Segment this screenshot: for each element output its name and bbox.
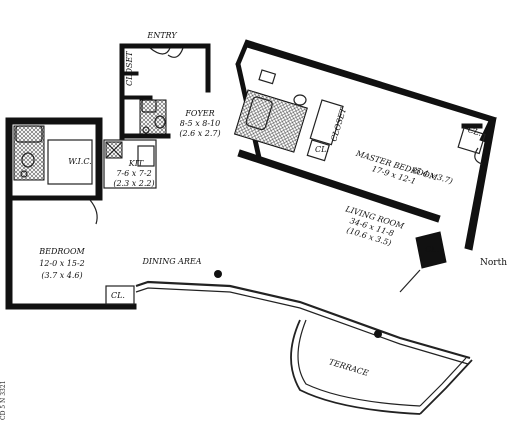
dining-label: DINING AREA [141,257,201,266]
terrace [290,319,473,415]
bedroom-cl-label: CL. [111,291,125,300]
terrace-label: TERRACE [328,357,370,378]
living-walls [135,231,471,365]
west-wing [5,117,171,310]
kitchen-ft: 7-6 x 7-2 [116,169,151,178]
master-bath-cl-label: CL. [315,145,329,154]
bedroom-m: (3.7 x 4.6) [41,271,82,280]
kitchen-name: KIT [128,159,144,168]
margin-note: CD 5 N 3321 [0,381,7,420]
bedroom-name: BEDROOM [38,247,85,256]
north-label: North [480,258,507,268]
foyer-closet-label: CLOSET [125,51,134,86]
master-bedroom-m: (5.4 x 3.7) [412,165,454,186]
foyer-ft: 8-5 x 8-10 [180,119,220,128]
bedroom-ft: 12-0 x 15-2 [39,259,85,268]
entry-label: ENTRY [146,31,177,40]
master-closet-label: CLOSET [329,106,348,142]
foyer-bath [139,99,167,135]
master-cl-label: CL. [467,125,483,138]
living-cl-label: CL. [425,245,439,254]
master-wing [233,39,497,251]
kitchen-m: (2.3 x 2.2) [113,179,154,188]
foyer-m: (2.6 x 2.7) [179,129,220,138]
foyer-name: FOYER [184,109,214,118]
wic-label: W.I.C. [68,157,91,166]
entry-walls [119,43,211,140]
